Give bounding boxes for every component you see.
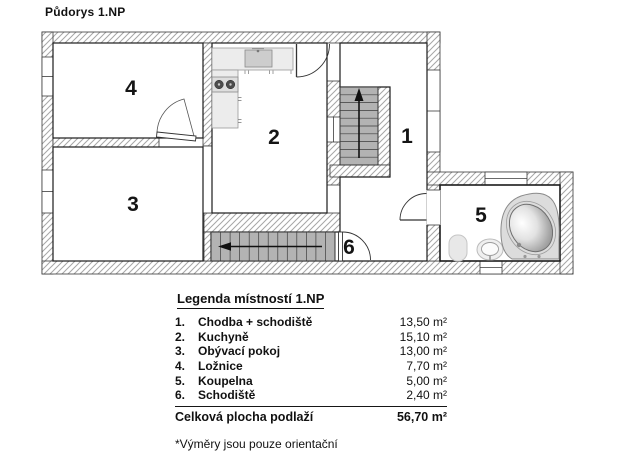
legend-row-number: 1.	[175, 315, 186, 329]
legend-row: 6. Schodiště 2,40 m²	[175, 388, 447, 403]
legend-divider	[175, 406, 447, 408]
legend-row-name: Kuchyně	[198, 329, 249, 344]
legend-row-number: 2.	[175, 329, 186, 344]
legend-row-area: 13,50 m²	[399, 315, 447, 329]
door-kitchen-hall	[295, 43, 330, 78]
page-title: Půdorys 1.NP	[45, 5, 126, 19]
legend-row: 2. Kuchyně 15,10 m²	[175, 330, 447, 345]
staircase-upper	[339, 86, 379, 166]
room-label-1: 1	[401, 125, 413, 148]
legend-row: 1. Chodba + schodiště 13,50 m²	[175, 315, 447, 330]
legend-row-name: Schodiště	[198, 388, 256, 403]
floor-plan-drawing: 1 2 3 4 5 6	[41, 31, 574, 275]
tub-drain	[516, 242, 522, 248]
room-label-3: 3	[127, 193, 139, 216]
room-label-2: 2	[268, 126, 280, 149]
wall-stair1-right	[377, 86, 391, 166]
legend-row-area: 7,70 m²	[406, 359, 447, 374]
tub-faucet	[523, 254, 527, 259]
legend-total-label: Celková plocha podlaží	[175, 410, 314, 425]
door-stair6	[338, 231, 371, 262]
legend-row-area: 15,10 m²	[399, 329, 447, 344]
room-labels: 1 2 3 4 5 6	[125, 77, 487, 259]
room-label-6: 6	[343, 236, 355, 259]
room-label-5: 5	[475, 204, 487, 227]
wall-top	[41, 31, 441, 44]
legend-row: 5. Koupelna 5,00 m²	[175, 374, 447, 389]
legend-row-number: 4.	[175, 359, 186, 374]
wall-stair1-bottom	[329, 164, 391, 178]
windows	[41, 56, 528, 275]
door-bathroom	[399, 193, 427, 221]
doors	[156, 43, 427, 262]
legend-row: 4. Ložnice 7,70 m²	[175, 359, 447, 374]
wall-kitchen-south	[203, 212, 341, 233]
legend-note: *Výměry jsou pouze orientační	[175, 437, 338, 452]
legend-row-area: 2,40 m²	[406, 388, 447, 403]
stove-cooktop	[211, 76, 239, 93]
room-3-floor	[52, 146, 204, 262]
stair-arrow-up-head	[354, 88, 364, 101]
cabinet-tick-marks	[238, 70, 292, 123]
wall-bath-right	[559, 171, 574, 275]
legend-row-area: 5,00 m²	[406, 373, 447, 388]
legend-row-name: Obývací pokoj	[198, 344, 281, 359]
legend-row-name: Ložnice	[198, 359, 243, 374]
kitchen-sink	[244, 48, 273, 68]
legend-row-number: 5.	[175, 373, 186, 388]
wall-stair6-left	[203, 231, 212, 262]
stair-arrow-left-head	[218, 242, 231, 251]
bathroom-fixtures	[448, 192, 560, 262]
wall-room4-room3	[52, 137, 160, 148]
legend-heading: Legenda místností 1.NP	[177, 291, 325, 309]
wall-room4-kitchen	[202, 42, 213, 147]
bathroom-sink	[476, 238, 504, 261]
corner-bathtub	[500, 192, 560, 260]
kitchen-counter	[211, 47, 294, 129]
room-label-4: 4	[125, 77, 137, 100]
door-room4	[156, 98, 197, 142]
staircase-lower	[210, 231, 336, 262]
tub-faucet	[537, 254, 541, 259]
water-heater	[448, 234, 468, 262]
legend-row-number: 6.	[175, 388, 186, 403]
bathroom-door-opening	[426, 189, 441, 226]
legend-row: 3. Obývací pokoj 13,00 m²	[175, 344, 447, 359]
legend-total-area: 56,70 m²	[396, 410, 447, 425]
legend-row-number: 3.	[175, 344, 186, 359]
legend-row-name: Chodba + schodiště	[198, 315, 313, 329]
legend-row-name: Koupelna	[198, 373, 253, 388]
legend-row-area: 13,00 m²	[399, 344, 447, 359]
partition-wall-room3-kitchen	[202, 145, 213, 214]
legend-table: 1. Chodba + schodiště 13,50 m² 2. Kuchyn…	[175, 315, 447, 451]
legend-total-row: Celková plocha podlaží 56,70 m²	[175, 409, 447, 426]
